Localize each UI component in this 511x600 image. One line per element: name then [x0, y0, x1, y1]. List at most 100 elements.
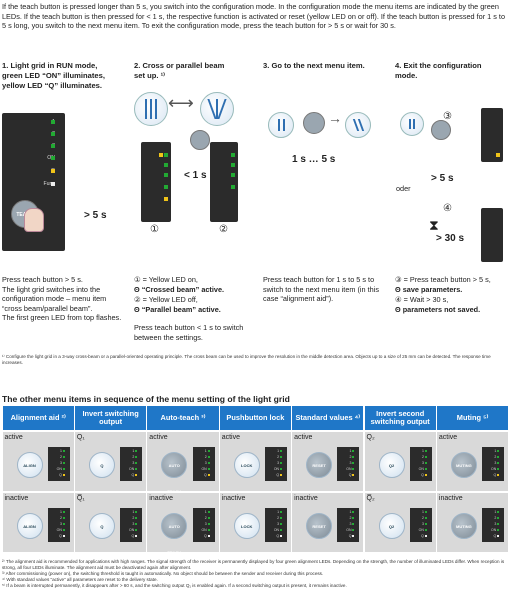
step4-desc-c: ④ = Wait > 30 s,	[395, 295, 449, 304]
finger-icon	[24, 208, 44, 232]
step2-desc-e: Press teach button < 1 s to switch betwe…	[134, 323, 244, 342]
double-arrow-icon: ⟷	[168, 93, 194, 113]
oder-text: oder	[396, 184, 411, 193]
menu-item-icon: RESET	[306, 513, 333, 539]
footnote-4: ⁴⁾ With standard values “active” all par…	[2, 577, 158, 582]
step4-desc-b: ʘ save parameters.	[395, 285, 463, 294]
clock-icon: ⧗	[429, 217, 439, 233]
circled-2: ②	[219, 224, 228, 235]
step3-title: 3. Go to the next menu item.	[263, 61, 365, 70]
footnote-1: ¹⁾ Configure the light grid in a 3-way c…	[2, 354, 491, 365]
footnote-5: ⁵⁾ If a beam is interrupted permanently,…	[2, 583, 347, 588]
menu-state-label: inactive	[294, 495, 318, 502]
menu-state-label: Q₂	[366, 434, 375, 441]
time-gt5s-2: > 5 s	[431, 173, 454, 184]
menu-col-header: Pushbutton lock	[219, 406, 292, 430]
step4-desc-a: ③ = Press teach button > 5 s,	[395, 275, 491, 284]
menu-state-label: inactive	[149, 495, 174, 502]
footnote-3: ³⁾ After commissioning (power on), the s…	[2, 571, 324, 576]
menu-item-icon: ALIGN	[16, 452, 43, 478]
section-title: The other menu items in sequence of the …	[2, 394, 290, 404]
step2-desc-b: ʘ “Crossed beam” active.	[134, 285, 225, 294]
menu-item-icon: AUTO TEACH	[161, 513, 188, 555]
step1-title: 1. Light grid in RUN mode, green LED “ON…	[2, 61, 105, 90]
alignment-icon-3b	[345, 112, 371, 138]
intro-text: If the teach button is pressed longer th…	[2, 2, 506, 31]
device-panel-4b	[481, 208, 503, 262]
footnote-2: ²⁾ The alignment aid is recommended for …	[2, 559, 505, 570]
crossed-grid-icon	[200, 92, 234, 126]
menu-item-icon: AUTO TEACH	[161, 452, 188, 494]
light-grid-icon	[134, 92, 168, 126]
menu-col-header: Muting ⁵⁾	[436, 406, 509, 430]
menu-item-icon: MUTING	[450, 513, 477, 539]
menu-state-label: active	[221, 434, 240, 441]
menu-state-label: inactive	[438, 495, 463, 502]
device-panel-4a	[481, 108, 503, 162]
menu-item-icon: MUTING	[450, 452, 477, 478]
menu-state-label: Q̅₁	[76, 495, 85, 502]
menu-state-label: Q̅₂	[366, 495, 375, 502]
menu-state-label: active	[4, 434, 23, 441]
device-panel-1	[141, 142, 171, 222]
light-grid-icon-3a	[268, 112, 294, 138]
circled-4: ④	[443, 203, 452, 214]
step2-desc-d: ʘ “Parallel beam” active.	[134, 305, 221, 314]
circled-1: ①	[150, 224, 159, 235]
step2-desc-a: ① = Yellow LED on,	[134, 275, 198, 284]
teach-button-3[interactable]	[303, 112, 325, 134]
menu-state-label: inactive	[4, 495, 29, 502]
time-lt1s: < 1 s	[184, 170, 207, 181]
step4-title: 4. Exit the configuration mode.	[395, 61, 482, 80]
menu-col-header: Alignment aid ²⁾	[2, 406, 74, 430]
menu-state-label: active	[149, 434, 168, 441]
device-panel-2	[210, 142, 238, 222]
arrow-right-icon: →	[328, 110, 342, 126]
menu-col-header: Standard values ⁴⁾	[292, 406, 364, 430]
menu-item-icon: Q	[88, 513, 115, 539]
time-gt5s: > 5 s	[84, 210, 107, 221]
teach-button-4[interactable]	[431, 120, 451, 140]
step4-desc-d: ʘ parameters not saved.	[395, 305, 481, 314]
light-grid-icon-4a	[400, 112, 424, 136]
time-1to5s: 1 s … 5 s	[292, 154, 336, 165]
menu-item-icon: RESET	[306, 452, 333, 478]
menu-item-icon: Q	[88, 452, 115, 478]
teach-button-2[interactable]	[190, 130, 210, 150]
step3-desc: Press teach button for 1 s to 5 s to swi…	[263, 275, 379, 304]
menu-state-label: Q₁	[76, 434, 85, 441]
circled-3: ③	[443, 111, 452, 122]
step1-desc: Press teach button > 5 s. The light grid…	[2, 275, 122, 323]
menu-item-icon: Q2	[378, 513, 405, 539]
menu-state-label: inactive	[221, 495, 246, 502]
menu-col-header: Invert second switching output	[364, 406, 436, 430]
time-gt30s: > 30 s	[436, 233, 465, 244]
step2-title: 2. Cross or parallel beam set up. ¹⁾	[134, 61, 225, 80]
menu-item-icon: LOCK	[233, 452, 260, 478]
